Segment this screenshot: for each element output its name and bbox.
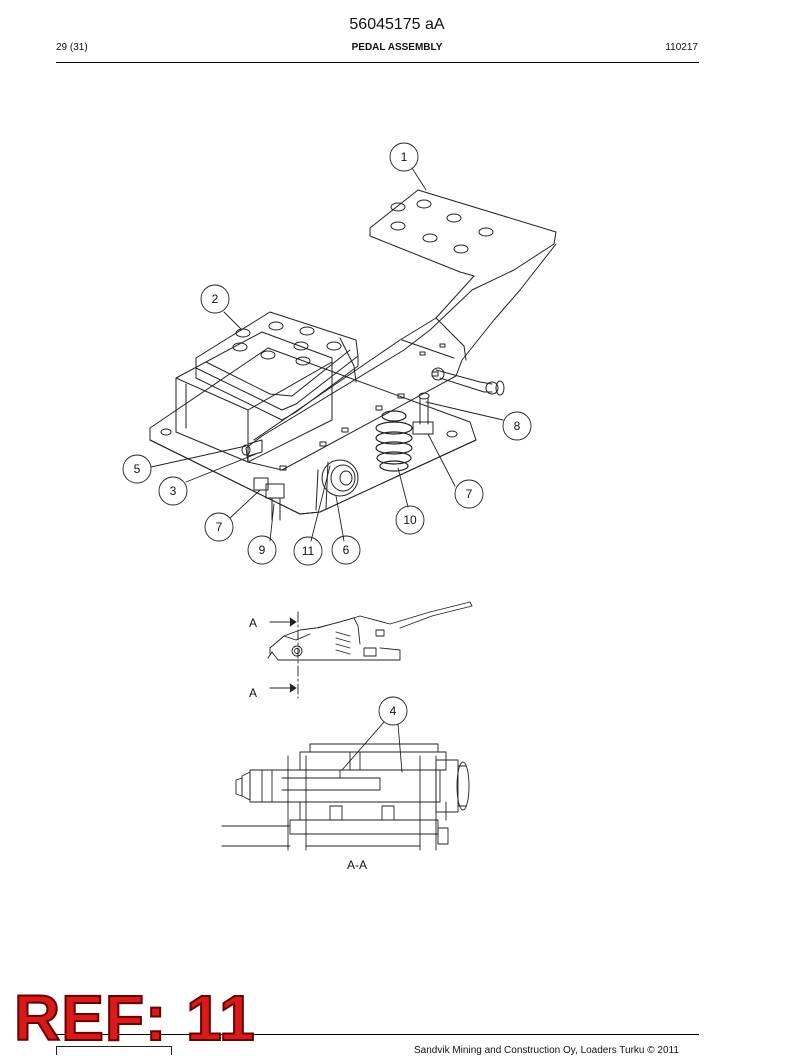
callout-1 <box>389 142 419 172</box>
callout-5 <box>122 454 152 484</box>
callout-4-leaders <box>341 721 403 773</box>
callout-8 <box>502 411 532 441</box>
spring <box>375 410 413 472</box>
callout-label: 11 <box>302 544 315 558</box>
footer-copyright: Sandvik Mining and Construction Oy, Load… <box>414 1045 679 1056</box>
footer-rule <box>56 1034 699 1035</box>
header-rule <box>56 62 699 63</box>
lower-pedal-holes <box>232 321 342 366</box>
section-view-label: A-A <box>347 858 367 872</box>
section-mark-bottom: A <box>249 686 257 700</box>
callout-label: 2 <box>212 292 219 306</box>
callout-9 <box>247 535 277 565</box>
isometric-view <box>149 189 557 521</box>
callout-11 <box>293 536 323 566</box>
callout-4 <box>378 696 408 726</box>
callout-label: 6 <box>343 543 350 557</box>
document-number: 56045175 aA <box>349 16 445 33</box>
callout-7-right <box>454 479 484 509</box>
sandvik-logo-strip <box>56 1046 172 1055</box>
callout-label: 3 <box>170 484 177 498</box>
callout-label: 7 <box>216 520 223 534</box>
date-code: 110217 <box>665 42 698 53</box>
callout-6 <box>331 535 361 565</box>
side-view <box>267 601 473 699</box>
section-view-a-a <box>221 743 470 851</box>
page-title: PEDAL ASSEMBLY <box>351 42 443 53</box>
callout-label: 5 <box>134 462 141 476</box>
callout-10 <box>395 505 425 535</box>
upper-pedal-holes <box>390 199 494 254</box>
callout-label: 10 <box>403 513 417 527</box>
callout-3 <box>158 476 188 506</box>
callout-label: 8 <box>514 419 521 433</box>
callout-2 <box>200 284 230 314</box>
callout-7-left <box>204 512 234 542</box>
callout-label: 9 <box>259 543 266 557</box>
section-mark-top: A <box>249 616 257 630</box>
callout-label: 1 <box>401 150 408 164</box>
callout-balloons <box>122 142 532 726</box>
callout-label: 4 <box>390 704 397 718</box>
ref-stamp: REF: 11 <box>13 982 256 1054</box>
page-number: 29 (31) <box>56 42 88 53</box>
leader-lines <box>150 167 504 542</box>
callout-label: 7 <box>466 487 473 501</box>
